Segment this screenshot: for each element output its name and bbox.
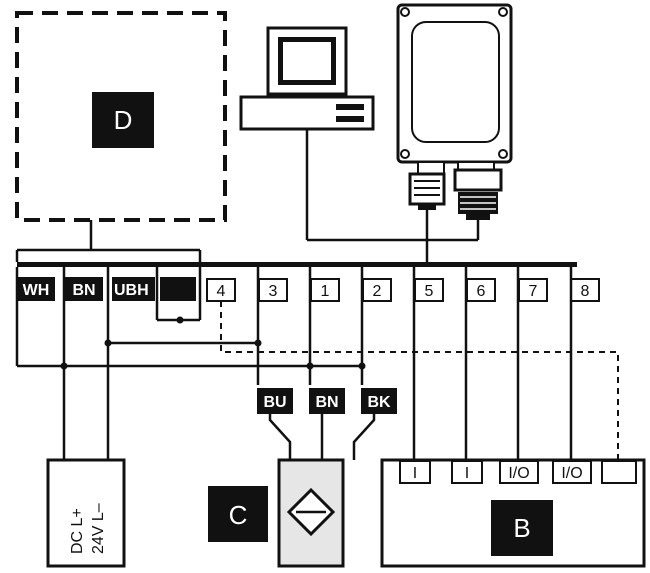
pin-label: 8 — [581, 283, 590, 300]
sensor-c: C — [208, 458, 345, 568]
device-d-label: D — [114, 105, 133, 135]
camera-housing-icon — [396, 3, 513, 220]
pin-label: 6 — [477, 283, 486, 300]
sensor-symbol-icon — [286, 487, 336, 537]
power-supply: DC L+ 24V L– — [46, 458, 126, 568]
device-b-label-box — [491, 500, 553, 556]
pin-label: 7 — [529, 283, 538, 300]
sensor-leads — [268, 414, 376, 460]
pin-label: 1 — [321, 283, 330, 300]
b-input-label: I — [465, 465, 469, 482]
computer-icon — [239, 26, 375, 131]
pin-row: 4 3 1 2 5 6 7 8 — [206, 278, 600, 302]
connector-ubh: UBH — [112, 277, 155, 301]
pin-label: 4 — [217, 283, 226, 300]
pin-label: 3 — [269, 283, 278, 300]
power-supply-line1: DC L+ — [69, 508, 86, 554]
device-b: I I I/O I/O B — [380, 458, 646, 568]
connector-wh-label: WH — [23, 282, 50, 299]
device-d-label-box — [92, 92, 154, 148]
b-input-box — [399, 460, 431, 484]
b-input-label: I/O — [561, 465, 582, 482]
connector-bn-label: BN — [72, 282, 95, 299]
b-input-box — [552, 460, 592, 484]
wire-bn: BN — [309, 388, 345, 414]
device-b-label: B — [513, 513, 530, 543]
power-supply-line2: 24V L– — [90, 503, 107, 554]
wire-bu: BU — [257, 388, 293, 414]
b-input-box — [499, 460, 539, 484]
pin-label: 2 — [373, 283, 382, 300]
connector-wh: WH — [17, 277, 55, 301]
terminal-strip — [17, 262, 577, 267]
wire-bu-label: BU — [263, 394, 286, 411]
connector-blank — [160, 277, 196, 301]
b-input-box-empty — [601, 460, 637, 484]
device-d: D — [15, 11, 227, 222]
lower-wiring — [15, 267, 619, 460]
b-input-label: I/O — [508, 465, 529, 482]
wire-bn-label: BN — [315, 394, 338, 411]
b-input-box — [451, 460, 483, 484]
b-input-label: I — [413, 465, 417, 482]
wire-bk-label: BK — [367, 394, 391, 411]
connector-ubh-label: UBH — [114, 282, 149, 299]
wire-bk: BK — [361, 388, 397, 414]
pin-label: 5 — [425, 283, 434, 300]
upper-wiring — [15, 129, 480, 262]
connector-bn: BN — [65, 277, 103, 301]
sensor-c-label: C — [229, 500, 248, 530]
sensor-c-label-box — [208, 486, 268, 542]
